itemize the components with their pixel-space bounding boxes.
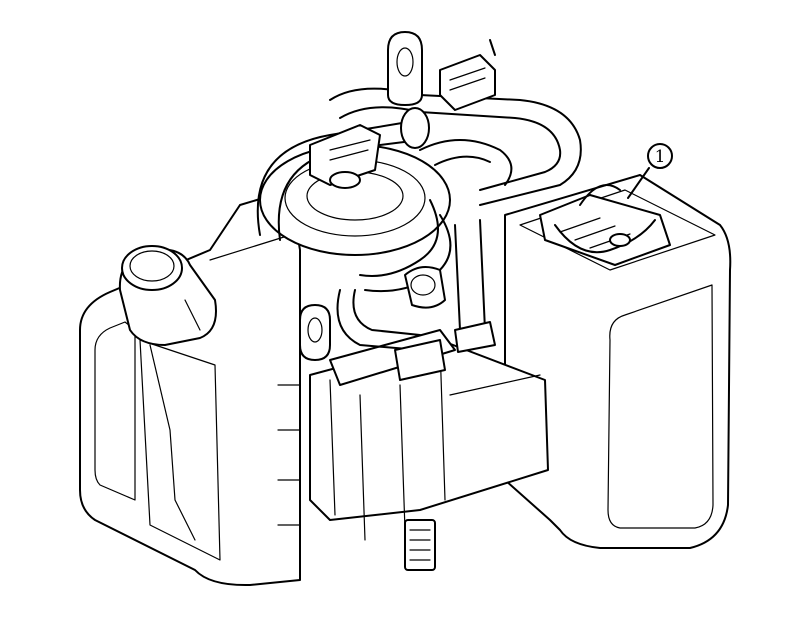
- connector-top: [439, 39, 496, 111]
- control-module: [277, 329, 549, 571]
- lifting-eye: [299, 31, 423, 361]
- filter-housing: [259, 144, 451, 256]
- filler-neck: [118, 245, 217, 541]
- callout-1-circle: [647, 143, 673, 169]
- component-1: [539, 184, 671, 266]
- callout-1-number: 1: [655, 147, 666, 167]
- left-tank: [79, 189, 301, 587]
- right-tank: [504, 174, 732, 549]
- callout-1-leader: [627, 167, 650, 199]
- pump-assembly: [309, 124, 496, 381]
- callout-1: 1: [627, 143, 673, 199]
